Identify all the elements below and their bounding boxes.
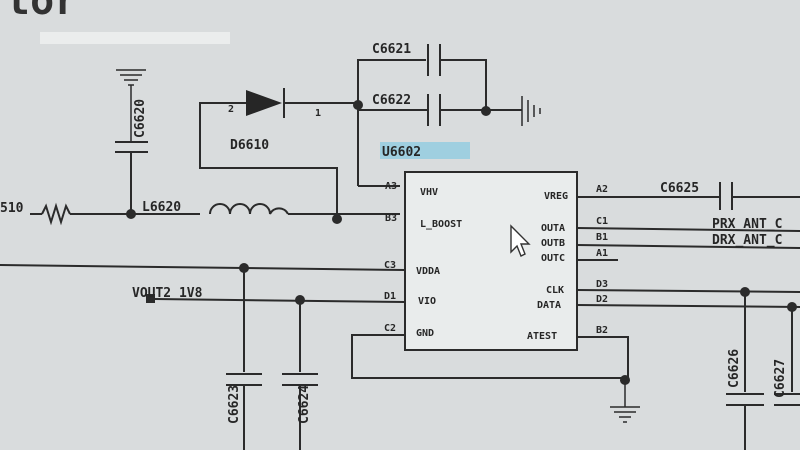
pin-name-atest: ATEST xyxy=(527,331,557,342)
wire-gnd xyxy=(351,334,624,379)
junction xyxy=(481,106,491,116)
capacitor-c6627[interactable] xyxy=(774,307,800,406)
l6620-label: L6620 xyxy=(142,200,181,215)
pin-ball-d1: D1 xyxy=(384,291,396,302)
chip-u6602[interactable] xyxy=(404,171,578,351)
wire-outa xyxy=(576,227,800,232)
pin-name-data: DATA xyxy=(537,300,561,311)
pin-name-l-boost: L_BOOST xyxy=(420,219,462,230)
resistor-label: 510 xyxy=(0,201,24,216)
c6626-label: C6626 xyxy=(727,349,742,388)
diode-d6610[interactable] xyxy=(199,88,358,219)
capacitor-c6626[interactable] xyxy=(726,292,764,450)
ground-icon-top-left xyxy=(116,69,146,142)
pin-ball-a1: A1 xyxy=(596,248,608,259)
junction xyxy=(126,209,136,219)
d6610-pin-2: 2 xyxy=(228,104,234,115)
selection-highlight xyxy=(380,142,470,159)
d6610-pin-1: 1 xyxy=(315,108,321,119)
c6621-label: C6621 xyxy=(372,42,411,57)
capacitor-c6625[interactable] xyxy=(719,182,800,210)
pin-name-outb: OUTB xyxy=(541,238,565,249)
wire-vdda xyxy=(0,264,406,271)
pin-name-vhv: VHV xyxy=(420,187,438,198)
wire-data xyxy=(576,304,800,308)
c6627-label: C6627 xyxy=(773,359,788,398)
inductor-l6620[interactable] xyxy=(209,203,400,215)
net-drx-label: DRX_ANT_C xyxy=(712,233,782,248)
arrow-cursor-icon xyxy=(510,224,531,257)
wire-clk xyxy=(576,289,800,293)
c6622-label: C6622 xyxy=(372,93,411,108)
pin-name-clk: CLK xyxy=(546,285,564,296)
wire-atest xyxy=(577,336,629,378)
pin-name-outc: OUTC xyxy=(541,253,565,264)
pin-name-vio: VIO xyxy=(418,296,436,307)
ground-icon-bottom xyxy=(610,380,640,423)
d6610-label: D6610 xyxy=(230,138,269,153)
pin-ball-b3: B3 xyxy=(385,213,397,224)
ground-icon-right xyxy=(521,96,541,126)
capacitor-c6621[interactable] xyxy=(357,44,487,186)
pin-ball-b2: B2 xyxy=(596,325,608,336)
c6623-label: C6623 xyxy=(227,385,242,424)
c6625-label: C6625 xyxy=(660,181,699,196)
pin-name-gnd: GND xyxy=(416,328,434,339)
pin-ball-c2: C2 xyxy=(384,323,396,334)
pin-ball-d2: D2 xyxy=(596,294,608,305)
pin-ball-a2: A2 xyxy=(596,184,608,195)
pin-name-vreg: VREG xyxy=(544,191,568,202)
c6624-label: C6624 xyxy=(297,385,312,424)
glare xyxy=(40,32,230,44)
net-vout-label: VOUT2_1V8 xyxy=(132,286,203,301)
title-fragment: tor xyxy=(6,0,78,24)
pin-ball-d3: D3 xyxy=(596,279,608,290)
capacitor-c6620[interactable]: C6620 xyxy=(115,99,148,214)
wire-outb xyxy=(576,244,800,249)
pin-ball-a3: A3 xyxy=(385,181,397,192)
pin-ball-c1: C1 xyxy=(596,216,608,227)
net-prx-label: PRX_ANT_C xyxy=(712,217,782,232)
pin-name-vdda: VDDA xyxy=(416,266,440,277)
pin-ball-c3: C3 xyxy=(384,260,396,271)
net-port-icon xyxy=(146,294,155,303)
u6602-label[interactable]: U6602 xyxy=(382,145,421,160)
c6620-label: C6620 xyxy=(133,99,148,138)
pin-ball-b1: B1 xyxy=(596,232,608,243)
capacitor-c6623[interactable] xyxy=(226,268,262,450)
capacitor-c6624[interactable] xyxy=(282,300,318,450)
wire-vio xyxy=(154,298,406,303)
capacitor-c6622[interactable] xyxy=(358,94,522,126)
pin-name-outa: OUTA xyxy=(541,223,565,234)
